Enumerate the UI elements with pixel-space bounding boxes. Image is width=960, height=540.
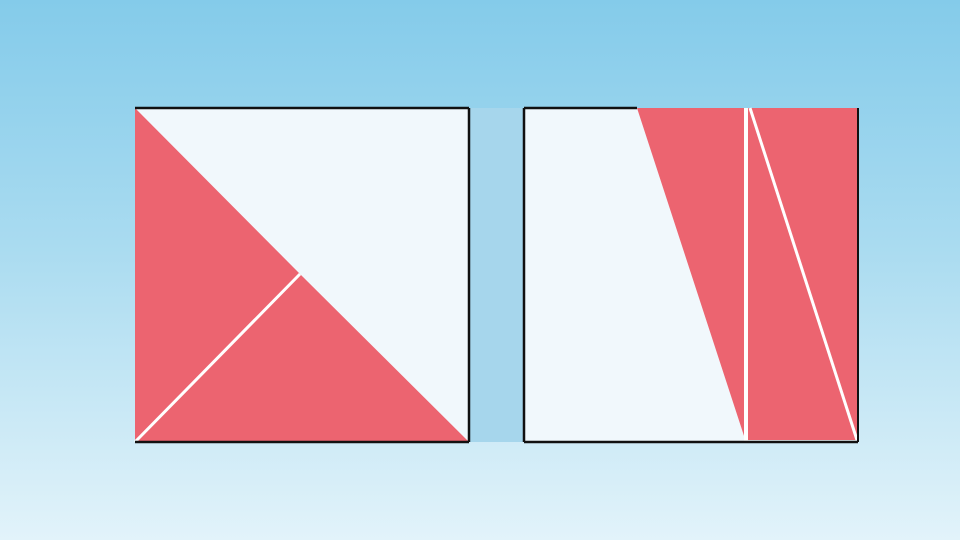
left-square — [133, 106, 471, 444]
right-square-drawing — [522, 106, 859, 444]
bottom-triangle-piece — [135, 274, 469, 442]
right-square — [522, 106, 859, 444]
left-triangle-piece — [135, 108, 300, 442]
gap-band — [470, 108, 524, 442]
left-square-drawing — [133, 106, 471, 444]
left-inner-separator — [133, 272, 302, 444]
right-diagonal-separator — [748, 107, 859, 441]
tall-triangle-piece — [637, 108, 746, 442]
